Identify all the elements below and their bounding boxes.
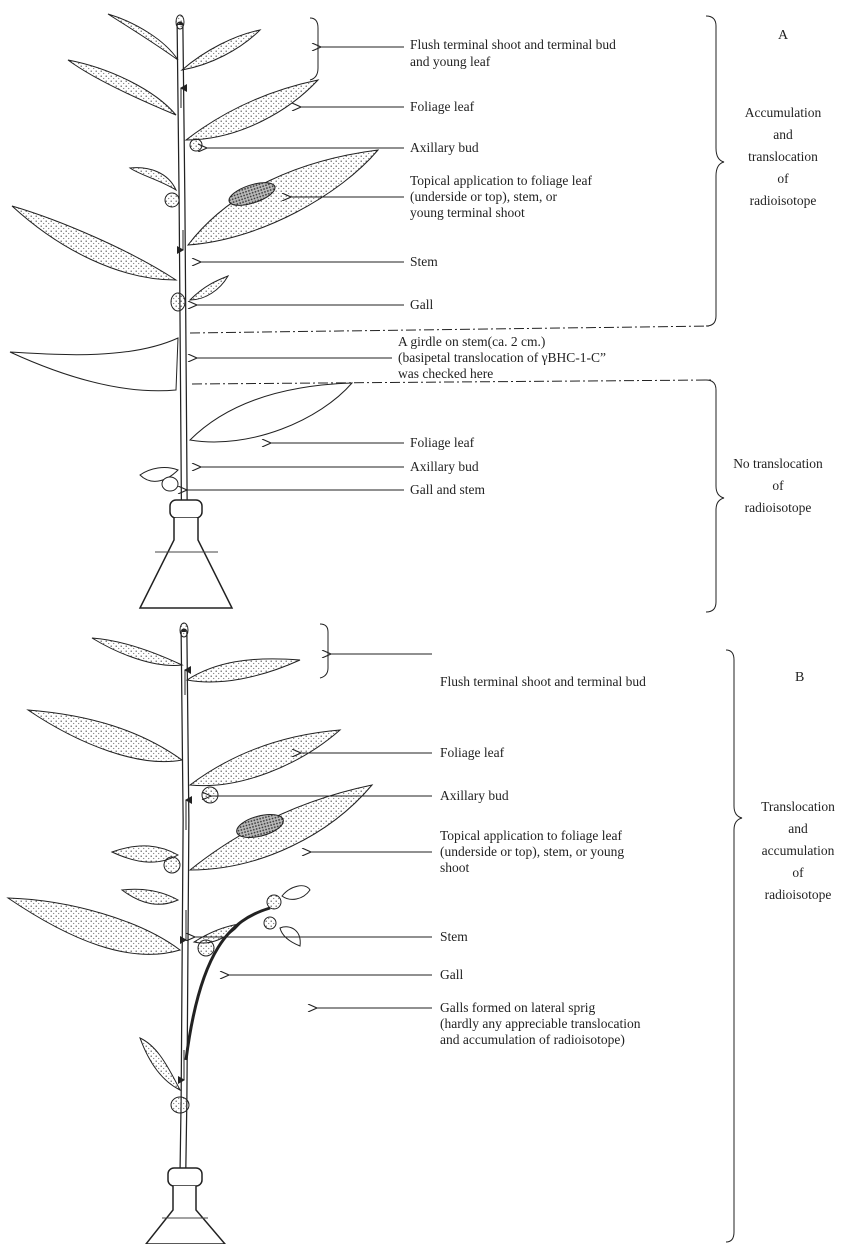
side-line: accumulation (738, 840, 847, 862)
side-line: of (738, 862, 847, 884)
label-topical-line1: Topical application to foliage leaf (410, 173, 592, 189)
label-gall: Gall (440, 967, 463, 983)
label-girdle-line2: (basipetal translocation of γBHC-1-C” (398, 350, 606, 366)
label-axillary-bud: Axillary bud (410, 140, 479, 156)
panel-letter: B (795, 670, 804, 686)
side-line: Translocation (738, 796, 847, 818)
side-label-accumulation: Accumulation and translocation of radioi… (723, 102, 843, 212)
side-line: radioisotope (738, 884, 847, 906)
side-line: radioisotope (723, 190, 843, 212)
label-topical-line2: (underside or top), stem, or (410, 189, 557, 205)
label-axillary-bud-lower: Axillary bud (410, 459, 479, 475)
label-girdle-line1: A girdle on stem(ca. 2 cm.) (398, 334, 545, 350)
side-line: Accumulation (723, 102, 843, 124)
label-stem: Stem (410, 254, 438, 270)
side-line: of (718, 475, 838, 497)
side-line: No translocation (718, 453, 838, 475)
side-line: radioisotope (718, 497, 838, 519)
label-foliage-leaf: Foliage leaf (440, 745, 504, 761)
label-lateral-line3: and accumulation of radioisotope) (440, 1032, 625, 1048)
side-line: of (723, 168, 843, 190)
label-flush-line2: and young leaf (410, 54, 490, 70)
label-girdle-line3: was checked here (398, 366, 493, 382)
label-topical-line3: young terminal shoot (410, 205, 525, 221)
label-foliage-leaf-lower: Foliage leaf (410, 435, 474, 451)
label-topical-line2: (underside or top), stem, or young (440, 844, 624, 860)
side-line: and (738, 818, 847, 840)
label-flush: Flush terminal shoot and terminal bud (440, 674, 646, 690)
side-label-translocation: Translocation and accumulation of radioi… (738, 796, 847, 906)
label-foliage-leaf: Foliage leaf (410, 99, 474, 115)
label-gall-and-stem: Gall and stem (410, 482, 485, 498)
panel-letter: A (778, 28, 788, 44)
label-axillary-bud: Axillary bud (440, 788, 509, 804)
side-line: and (723, 124, 843, 146)
label-topical-line1: Topical application to foliage leaf (440, 828, 622, 844)
side-label-no-translocation: No translocation of radioisotope (718, 453, 838, 519)
panel-a: A Flush terminal shoot and terminal bud … (0, 0, 847, 620)
side-line: translocation (723, 146, 843, 168)
plant-illustration-b (0, 620, 847, 1244)
label-flush-line1: Flush terminal shoot and terminal bud (410, 37, 616, 53)
label-stem: Stem (440, 929, 468, 945)
panel-b: B Flush terminal shoot and terminal bud … (0, 620, 847, 1244)
label-topical-line3: shoot (440, 860, 469, 876)
label-gall: Gall (410, 297, 433, 313)
label-lateral-line1: Galls formed on lateral sprig (440, 1000, 595, 1016)
label-lateral-line2: (hardly any appreciable translocation (440, 1016, 641, 1032)
